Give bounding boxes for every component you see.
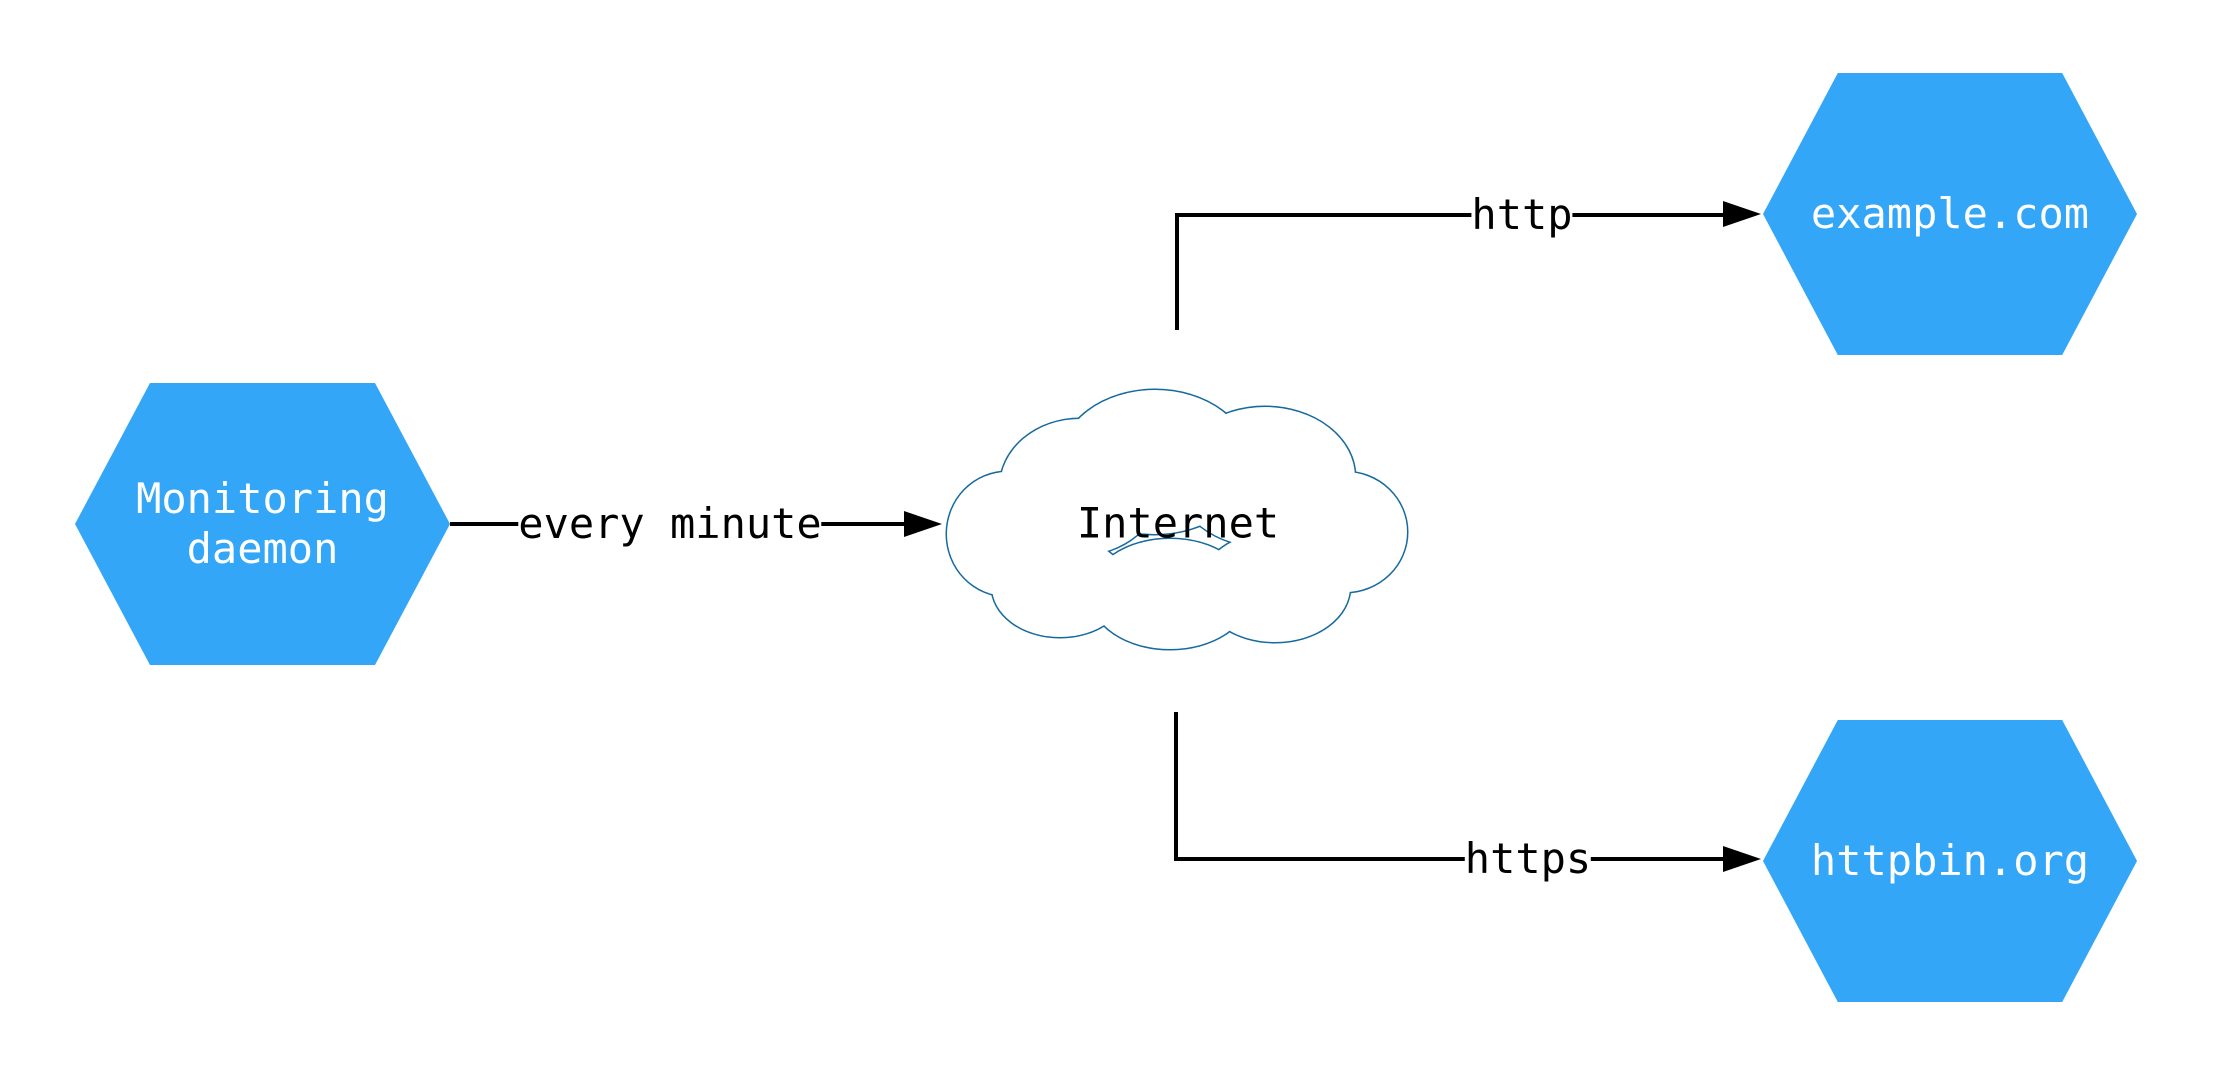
arrowhead-icon (904, 511, 942, 537)
node-example-com: example.com (1763, 73, 2137, 355)
node-label: Monitoring daemon (136, 473, 389, 573)
node-label: httpbin.org (1810, 835, 2090, 885)
node-internet-cloud (945, 388, 1409, 651)
cloud-bump-mask (1090, 539, 1250, 649)
edge-line (1175, 213, 1725, 330)
edge-label-every-minute: every minute (518, 498, 822, 548)
node-internet-label: Internet (1076, 498, 1280, 548)
node-label: example.com (1810, 188, 2090, 238)
edge-internet-to-example (1175, 201, 1761, 330)
edge-label-http: http (1471, 189, 1573, 239)
node-httpbin-org: httpbin.org (1763, 720, 2137, 1002)
cloud-fill-mask (947, 390, 1407, 649)
cloud-bump-mask (992, 537, 1128, 637)
node-monitoring-daemon: Monitoring daemon (75, 383, 450, 665)
edge-label-https: https (1464, 833, 1592, 883)
arrowhead-icon (1723, 201, 1761, 227)
arrowhead-icon (1723, 846, 1761, 872)
edge-line (1174, 712, 1725, 861)
